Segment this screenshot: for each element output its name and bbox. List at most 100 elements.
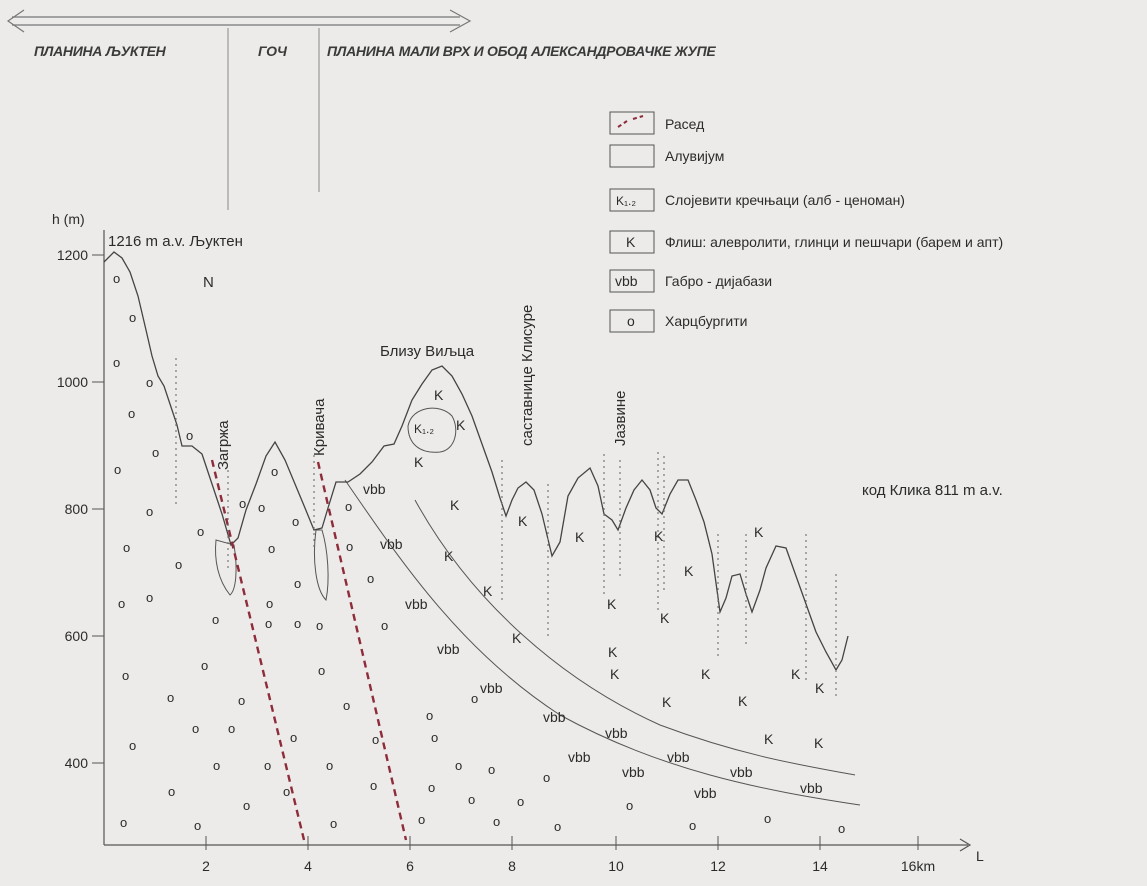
x-axis-label: L — [976, 848, 984, 864]
flysch-symbol: K — [608, 644, 618, 660]
harzburgite-symbol: o — [258, 500, 265, 515]
harzburgite-symbol: o — [213, 758, 220, 773]
flysch-symbol: K — [450, 497, 460, 513]
flysch-symbol: K — [518, 513, 528, 529]
harzburgite-symbol: o — [326, 758, 333, 773]
legend-swatch-harzburgite — [609, 309, 655, 333]
harzburgite-symbol: o — [167, 690, 174, 705]
harzburgite-symbol: o — [455, 758, 462, 773]
y-tick-label: 400 — [65, 755, 89, 771]
flysch-symbol: K — [607, 596, 617, 612]
legend-text-limestone: Слојевити кречњаци (алб - ценоман) — [665, 192, 905, 208]
flysch-symbol: K — [610, 666, 620, 682]
legend-text-harzburgite: Харцбургити — [665, 313, 747, 329]
legend-symbol-limestone: K₁.₂ — [616, 194, 636, 208]
gabbro-symbol: vbb — [568, 749, 591, 765]
flysch-symbol: K — [575, 529, 585, 545]
x-tick-label: 16km — [901, 858, 935, 874]
harzburgite-symbol: o — [228, 721, 235, 736]
x-tick-label: 14 — [812, 858, 828, 874]
gabbro-symbol: vbb — [363, 481, 386, 497]
fault-krivacha — [316, 461, 408, 841]
legend: Расед Алувијум K₁.₂ Слојевити кречњаци (… — [609, 111, 1003, 333]
gabbro-symbol: vbb — [800, 780, 823, 796]
harzburgite-symbol: o — [471, 691, 478, 706]
x-tick-label: 6 — [406, 858, 414, 874]
harzburgite-symbol: o — [264, 758, 271, 773]
legend-text-gabbro: Габро - дијабази — [665, 273, 772, 289]
harzburgite-symbol: o — [146, 504, 153, 519]
harzburgite-symbol: o — [268, 541, 275, 556]
legend-text-flysch: Флиш: алевролити, глинци и пешчари (баре… — [665, 234, 1003, 250]
top-arrow — [6, 9, 472, 33]
harzburgite-symbol: o — [330, 816, 337, 831]
harzburgite-symbol: o — [626, 798, 633, 813]
harzburgite-symbol: o — [239, 496, 246, 511]
harzburgite-symbol: o — [197, 524, 204, 539]
flysch-symbol: K — [654, 528, 664, 544]
legend-swatch-limestone — [609, 188, 655, 212]
harzburgite-symbol: o — [543, 770, 550, 785]
harzburgite-symbol: o — [113, 355, 120, 370]
harzburgite-symbol: o — [265, 616, 272, 631]
terrain-profile — [103, 251, 849, 672]
gabbro-symbol: vbb — [667, 749, 690, 765]
x-axis-arrow — [959, 838, 972, 852]
harzburgite-symbol: o — [426, 708, 433, 723]
legend-text-fault: Расед — [665, 116, 704, 132]
harzburgite-symbol: o — [271, 464, 278, 479]
x-tick-label: 12 — [710, 858, 726, 874]
gabbro-symbol: vbb — [694, 785, 717, 801]
legend-swatch-fault — [609, 111, 655, 135]
flysch-symbol: K — [738, 693, 748, 709]
flysch-symbol: K — [684, 563, 694, 579]
limestone-body — [407, 407, 457, 453]
flysch-symbol: K — [444, 548, 454, 564]
gabbro-symbol: vbb — [437, 641, 460, 657]
harzburgite-symbol: o — [238, 693, 245, 708]
flysch-symbol: K — [815, 680, 825, 696]
legend-swatch-gabbro — [609, 269, 655, 293]
harzburgite-symbol: o — [292, 514, 299, 529]
contacts — [215, 407, 861, 806]
harzburgite-symbol: o — [118, 596, 125, 611]
flysch-symbol: K — [512, 630, 522, 646]
flysch-symbol: K — [701, 666, 711, 682]
label-jazvine: Јазвине — [612, 390, 629, 446]
harzburgite-symbol: o — [114, 462, 121, 477]
gabbro-symbol: vbb — [380, 536, 403, 552]
harzburgite-symbol: o — [345, 499, 352, 514]
legend-fault-mark — [617, 120, 628, 128]
legend-swatch-alluvium — [609, 144, 655, 168]
flysch-symbol: K — [434, 387, 444, 403]
harzburgite-symbol: o — [381, 618, 388, 633]
flysch-symbol: K — [754, 524, 764, 540]
gabbro-symbol: vbb — [730, 764, 753, 780]
harzburgite-symbol: o — [294, 616, 301, 631]
gabbro-symbol: vbb — [622, 764, 645, 780]
legend-symbol-gabbro: vbb — [615, 273, 638, 289]
harzburgite-symbol: o — [689, 818, 696, 833]
harzburgite-symbol: o — [418, 812, 425, 827]
label-klika: код Клика 811 m a.v. — [862, 482, 1003, 499]
harzburgite-symbol: o — [212, 612, 219, 627]
header-title-mali-vrh: ПЛАНИНА МАЛИ ВРХ И ОБОД АЛЕКСАНДРОВАЧКЕ … — [327, 43, 716, 59]
dotted-markers — [175, 358, 837, 698]
harzburgite-symbol: o — [129, 738, 136, 753]
label-peak: 1216 m a.v. Љуктен — [108, 233, 243, 250]
flysch-symbol: K — [483, 583, 493, 599]
harzburgite-symbol: o — [192, 721, 199, 736]
legend-text-alluvium: Алувијум — [665, 148, 724, 164]
harzburgite-symbol: o — [266, 596, 273, 611]
label-krivacha: Кривача — [311, 398, 328, 456]
contact-gabbro-flysch — [414, 499, 856, 776]
harzburgite-symbol: o — [122, 668, 129, 683]
label-zagrzha: Загржа — [215, 420, 232, 470]
y-axis-label: h (m) — [52, 211, 85, 227]
header-title-ljukten: ПЛАНИНА ЉУКТЕН — [34, 43, 167, 59]
